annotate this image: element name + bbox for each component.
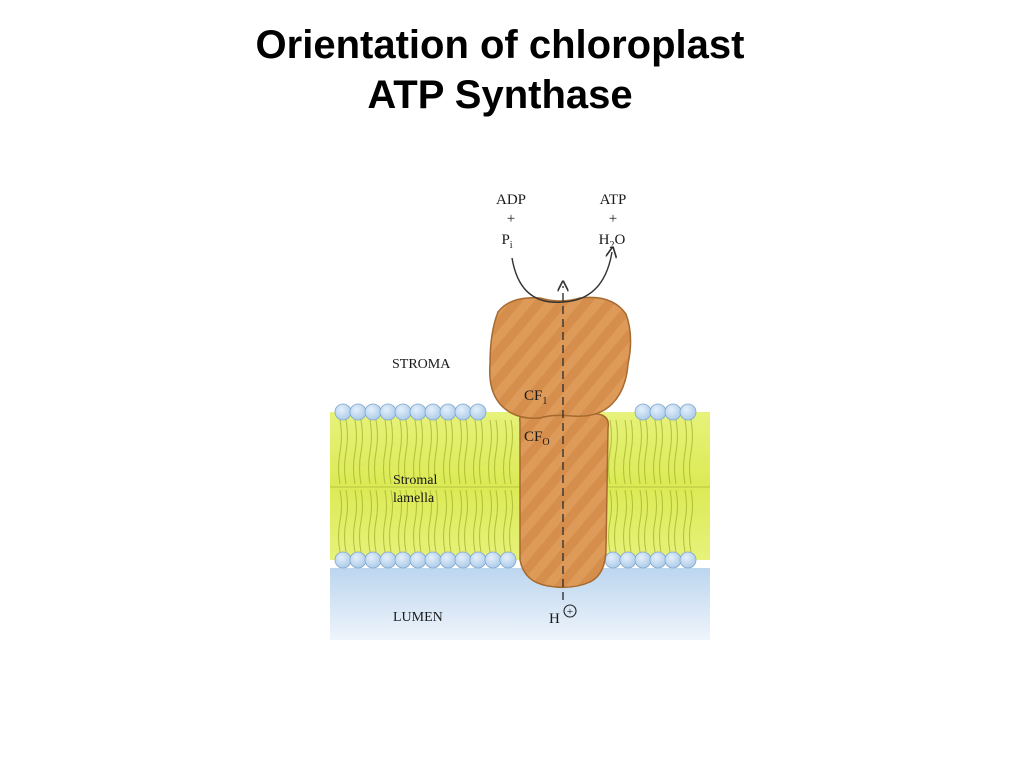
svg-text:H: H xyxy=(549,611,560,627)
lumen-label: LUMEN xyxy=(393,610,443,625)
slide-title: Orientation of chloroplast ATP Synthase xyxy=(0,20,1000,120)
lamella-label-line1: Stromal xyxy=(393,473,437,488)
membrane-bilayer xyxy=(330,403,710,569)
product-plus: + xyxy=(609,211,617,227)
water-label: H2O xyxy=(599,232,626,251)
cf1-subunit xyxy=(488,296,632,419)
reactant-plus: + xyxy=(507,211,515,227)
products-label: ATP + H2O xyxy=(599,192,627,251)
phosphate-label: Pi xyxy=(501,232,512,251)
positive-charge-icon xyxy=(563,604,577,618)
lipid-heads-top xyxy=(334,403,697,421)
lumen-region xyxy=(330,568,710,640)
reaction-arrow xyxy=(511,252,612,303)
adp-label: ADP xyxy=(496,192,526,208)
cf1-label: CF1 xyxy=(524,388,547,407)
atp-label: ATP xyxy=(600,192,627,208)
lamella-label-line2: lamella xyxy=(393,491,435,506)
cfo-label: CFO xyxy=(524,429,550,448)
title-line-2: ATP Synthase xyxy=(367,73,633,117)
stroma-label: STROMA xyxy=(392,357,451,372)
proton-label: H + xyxy=(549,604,577,627)
reactants-label: ADP + Pi xyxy=(496,192,526,251)
lipid-heads-bottom xyxy=(334,551,697,569)
title-line-1: Orientation of chloroplast xyxy=(255,23,745,67)
charge-symbol: + xyxy=(567,606,573,618)
